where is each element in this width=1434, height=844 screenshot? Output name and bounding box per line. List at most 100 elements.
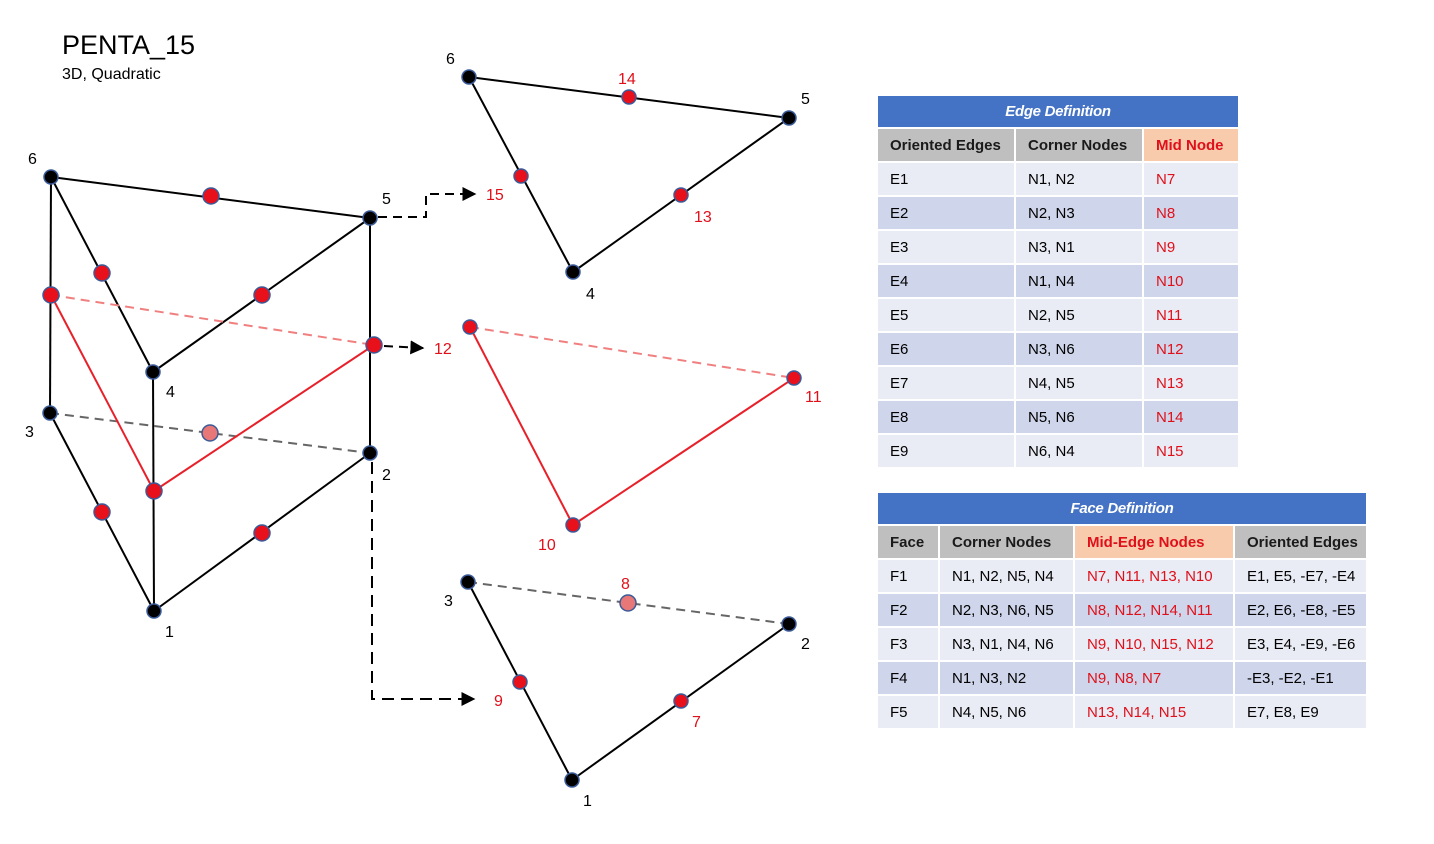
table-row: F5 N4, N5, N6 N13, N14, N15 E7, E8, E9	[878, 695, 1368, 730]
bottom-node-7	[673, 693, 689, 709]
node-5	[362, 210, 378, 226]
face-cell: E7, E8, E9	[1234, 695, 1368, 730]
table-row: F2 N2, N3, N6, N5 N8, N12, N14, N11 E2, …	[878, 593, 1368, 628]
edge-cell: E5	[878, 298, 1016, 333]
prism-labels: 6 5 4 3 2 1	[25, 151, 391, 641]
face-cell: E3, E4, -E9, -E6	[1234, 627, 1368, 662]
mid-node-11	[786, 370, 802, 386]
bottom-node-1	[564, 772, 580, 788]
bottom-label-7: 7	[692, 714, 701, 731]
edge-cell: E7	[878, 366, 1016, 401]
edge-cell: N11	[1143, 298, 1240, 333]
node-13	[253, 286, 271, 304]
top-node-4	[565, 264, 581, 280]
edge-3-2-hidden	[49, 412, 371, 454]
edge-cell: N4, N5	[1015, 366, 1144, 401]
mid-label-11: 11	[805, 389, 822, 406]
top-face: 6 14 5 15 13 4	[446, 51, 810, 303]
edge-cell: E9	[878, 434, 1016, 469]
face-col-mid-edge-nodes: Mid-Edge Nodes	[1074, 525, 1235, 560]
bottom-label-3: 3	[444, 593, 453, 610]
top-node-5	[781, 110, 797, 126]
bottom-node-8	[619, 594, 637, 612]
top-node-13	[673, 187, 689, 203]
table-row: E6 N3, N6 N12	[878, 332, 1240, 367]
mid-node-12	[462, 319, 478, 335]
top-label-5: 5	[801, 91, 810, 108]
face-cell: E1, E5, -E7, -E4	[1234, 559, 1368, 594]
node-2	[362, 445, 378, 461]
face-table-title: Face Definition	[878, 493, 1368, 526]
table-row: F1 N1, N2, N5, N4 N7, N11, N13, N10 E1, …	[878, 559, 1368, 594]
face-cell: N8, N12, N14, N11	[1074, 593, 1235, 628]
face-col-oriented-edges: Oriented Edges	[1234, 525, 1368, 560]
edge-cell: N15	[1143, 434, 1240, 469]
edge-col-oriented-edges: Oriented Edges	[878, 128, 1016, 163]
arrow-to-top-face	[378, 187, 477, 218]
edge-cell: E3	[878, 230, 1016, 265]
bottom-label-1: 1	[583, 793, 592, 810]
node-11	[365, 336, 383, 354]
edge-cell: N1, N2	[1015, 162, 1144, 197]
face-cell: N1, N3, N2	[939, 661, 1075, 696]
node-9	[93, 503, 111, 521]
face-cell: F5	[878, 695, 940, 730]
table-row: E7 N4, N5 N13	[878, 366, 1240, 401]
edge-cell: N2, N3	[1015, 196, 1144, 231]
face-cell: F2	[878, 593, 940, 628]
edge-cell: N14	[1143, 400, 1240, 435]
face-cell: N7, N11, N13, N10	[1074, 559, 1235, 594]
top-node-14	[621, 89, 637, 105]
edge-cell: N5, N6	[1015, 400, 1144, 435]
face-cell: N9, N8, N7	[1074, 661, 1235, 696]
table-row: E3 N3, N1 N9	[878, 230, 1240, 265]
face-cell: F3	[878, 627, 940, 662]
bottom-label-2: 2	[801, 636, 810, 653]
edge-cell: N1, N4	[1015, 264, 1144, 299]
table-row: E4 N1, N4 N10	[878, 264, 1240, 299]
mid-node-10	[565, 517, 581, 533]
edge-cell: N2, N5	[1015, 298, 1144, 333]
connector-arrows	[371, 187, 477, 706]
edge-cell: E8	[878, 400, 1016, 435]
edge-col-mid-node: Mid Node	[1143, 128, 1240, 163]
edge-cell: E4	[878, 264, 1016, 299]
prism-edges	[49, 176, 375, 612]
top-label-4: 4	[586, 286, 595, 303]
node-7	[253, 524, 271, 542]
edge-cell: N8	[1143, 196, 1240, 231]
top-label-14: 14	[618, 71, 636, 88]
bottom-node-3	[460, 574, 476, 590]
edge-table-title: Edge Definition	[878, 96, 1240, 129]
edge-cell: N10	[1143, 264, 1240, 299]
node-15	[93, 264, 111, 282]
face-col-face: Face	[878, 525, 940, 560]
table-row: E9 N6, N4 N15	[878, 434, 1240, 469]
node-3	[42, 405, 58, 421]
mid-label-12: 12	[434, 341, 452, 358]
face-col-corner-nodes: Corner Nodes	[939, 525, 1075, 560]
label-3: 3	[25, 424, 34, 441]
bottom-face: 3 8 2 9 7 1	[444, 574, 810, 810]
face-cell: N2, N3, N6, N5	[939, 593, 1075, 628]
mid-edge-10-11	[153, 344, 375, 492]
face-definition-table: Face Definition Face Corner Nodes Mid-Ed…	[878, 493, 1368, 730]
label-2: 2	[382, 467, 391, 484]
edge-cell: N3, N6	[1015, 332, 1144, 367]
edge-cell: E1	[878, 162, 1016, 197]
top-label-15: 15	[486, 187, 504, 204]
edge-col-corner-nodes: Corner Nodes	[1015, 128, 1144, 163]
node-4	[145, 364, 161, 380]
edge-cell: N12	[1143, 332, 1240, 367]
mid-face: 12 11 10	[434, 319, 822, 554]
table-row: F3 N3, N1, N4, N6 N9, N10, N15, N12 E3, …	[878, 627, 1368, 662]
face-cell: N3, N1, N4, N6	[939, 627, 1075, 662]
face-cell: N4, N5, N6	[939, 695, 1075, 730]
face-cell: F4	[878, 661, 940, 696]
page-title: PENTA_15	[62, 30, 196, 60]
mid-edge-12-10	[50, 294, 155, 492]
node-6	[43, 169, 59, 185]
bottom-label-9: 9	[494, 693, 503, 710]
label-4: 4	[166, 384, 175, 401]
